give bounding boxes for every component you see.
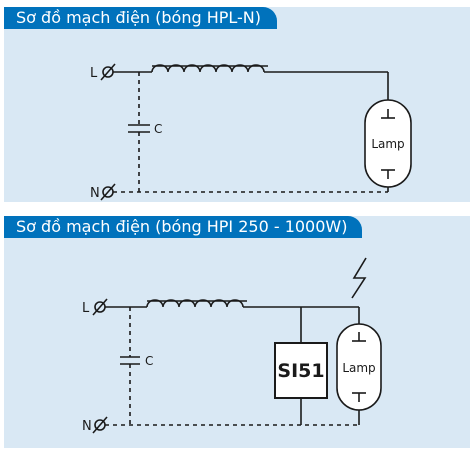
circuit-diagram-hpi: L N C SI51 Lamp bbox=[82, 257, 382, 434]
capacitor-label: C bbox=[154, 122, 162, 136]
lamp-label: Lamp bbox=[371, 137, 404, 151]
ignitor-box bbox=[274, 342, 328, 399]
ballast-inductor bbox=[151, 64, 265, 73]
terminal-n-label: N bbox=[82, 419, 92, 434]
terminal-n-slash bbox=[92, 416, 108, 434]
diagram-panel-hpi: Sơ đồ mạch điện (bóng HPI 250 - 1000W) bbox=[4, 216, 470, 448]
ballast-inductor bbox=[146, 299, 244, 308]
terminal-l-slash bbox=[92, 298, 108, 316]
terminal-l-label: L bbox=[82, 301, 90, 316]
diagram-title-hpi: Sơ đồ mạch điện (bóng HPI 250 - 1000W) bbox=[4, 216, 362, 238]
capacitor-label: C bbox=[145, 354, 153, 368]
terminal-l-label: L bbox=[90, 66, 98, 81]
diagram-panel-hpl-n: Sơ đồ mạch điện (bóng HPL-N) bbox=[4, 7, 470, 202]
terminal-n-slash bbox=[100, 183, 116, 201]
lamp-label: Lamp bbox=[342, 361, 375, 375]
diagram-title-hpl-n: Sơ đồ mạch điện (bóng HPL-N) bbox=[4, 7, 277, 29]
lamp-icon bbox=[336, 323, 382, 411]
ignitor-label: SI51 bbox=[277, 360, 324, 382]
terminal-l-slash bbox=[100, 63, 116, 81]
lightning-icon bbox=[351, 257, 367, 299]
circuit-diagram-hpl-n: L N C Lamp bbox=[90, 63, 412, 201]
lamp-icon bbox=[364, 99, 412, 188]
terminal-n-label: N bbox=[90, 186, 100, 201]
